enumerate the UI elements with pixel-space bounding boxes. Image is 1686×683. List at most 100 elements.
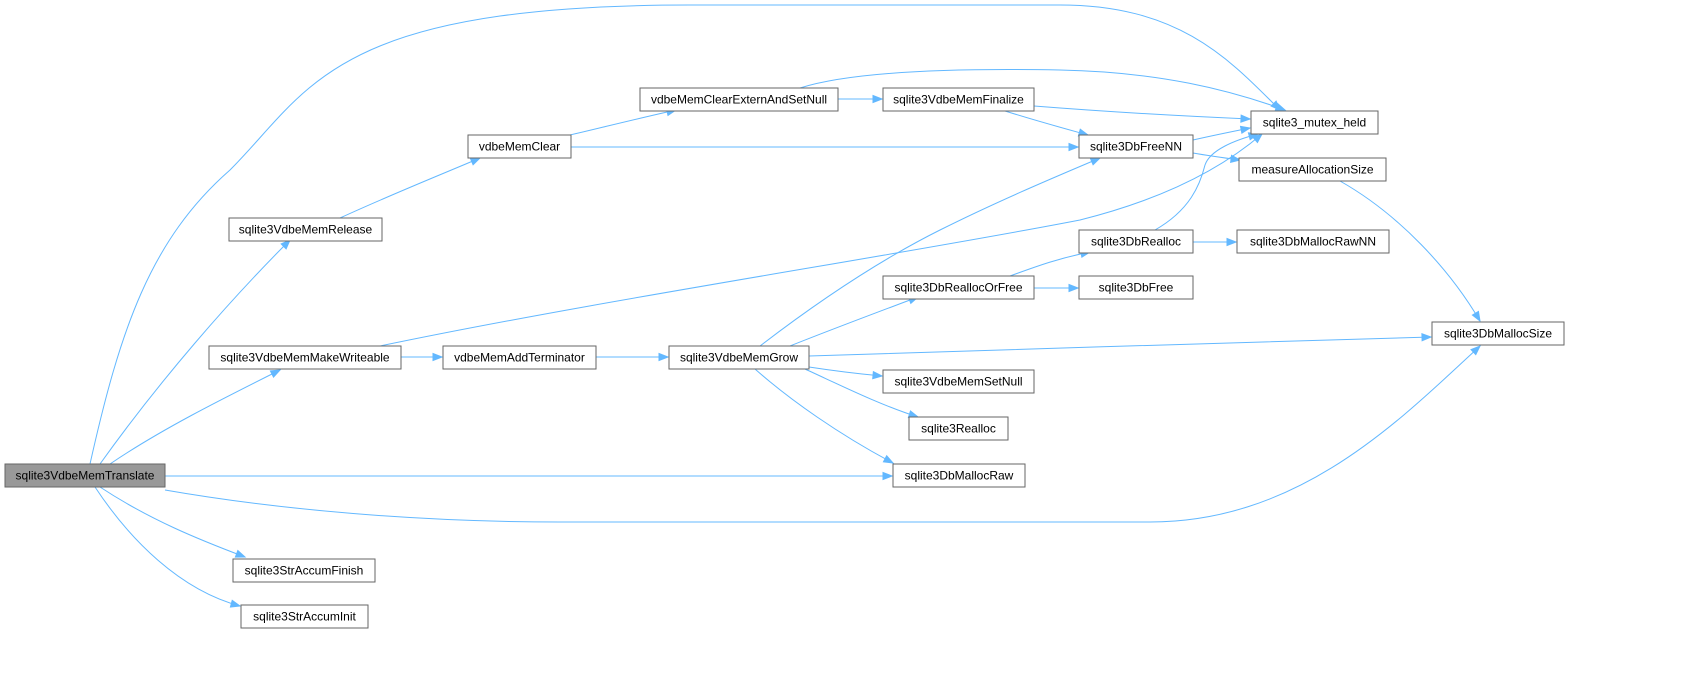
arrowhead-icon [872, 370, 884, 380]
arrowhead-icon [469, 157, 482, 166]
node-clearextern[interactable]: vdbeMemClearExternAndSetNull [639, 87, 839, 112]
node-box [240, 604, 369, 629]
node-addterm[interactable]: vdbeMemAddTerminator [442, 345, 597, 370]
node-setnull[interactable]: sqlite3VdbeMemSetNull [882, 369, 1035, 394]
node-label: sqlite3DbFree [1099, 281, 1174, 295]
edge-line [164, 345, 1481, 523]
arrowhead-icon [1230, 154, 1242, 163]
edge-line [339, 157, 481, 219]
edge-makewriteable-to-addterm [401, 352, 444, 362]
arrowhead-icon [280, 239, 291, 250]
arrowhead-icon [269, 369, 282, 379]
node-freenn[interactable]: sqlite3DbFreeNN [1078, 134, 1194, 159]
node-box [1078, 134, 1194, 159]
node-layer: sqlite3VdbeMemTranslate sqlite3VdbeMemRel… [4, 87, 1565, 629]
edge-line [379, 133, 1263, 347]
edge-translate-to-makewriteable [109, 369, 282, 465]
node-label: sqlite3DbRealloc [1091, 235, 1181, 249]
node-box [1238, 157, 1387, 182]
edge-realloc-to-mallocrawnn [1193, 237, 1238, 247]
node-makewriteable[interactable]: sqlite3VdbeMemMakeWriteable [208, 345, 402, 370]
node-mallocsize[interactable]: sqlite3DbMallocSize [1431, 321, 1565, 346]
node-label: sqlite3_mutex_held [1263, 116, 1366, 130]
arrowhead-icon [1470, 345, 1482, 356]
edge-grow-to-reallocorfree [789, 296, 920, 347]
node-finalize[interactable]: sqlite3VdbeMemFinalize [882, 87, 1035, 112]
node-label: vdbeMemAddTerminator [454, 351, 585, 365]
arrowhead-icon [1421, 333, 1433, 342]
node-box [208, 345, 402, 370]
node-box [882, 87, 1035, 112]
node-box [4, 463, 166, 488]
edge-translate-to-release [99, 239, 291, 465]
arrowhead-icon [234, 549, 247, 558]
edge-measure-to-mallocsize [1339, 180, 1481, 323]
node-label: sqlite3DbMallocSize [1444, 327, 1552, 341]
edge-memclear-to-clearextern [569, 107, 678, 136]
node-measure[interactable]: measureAllocationSize [1238, 157, 1387, 182]
edge-line [759, 157, 1101, 347]
edge-translate-to-finish [99, 486, 247, 558]
edge-grow-to-setnull [808, 366, 884, 380]
node-label: sqlite3VdbeMemTranslate [16, 469, 155, 483]
node-mutex[interactable]: sqlite3_mutex_held [1250, 110, 1379, 135]
edge-translate-to-mallocsize [164, 345, 1482, 523]
node-label: sqlite3VdbeMemRelease [239, 223, 373, 237]
edge-line [1009, 251, 1091, 277]
node-label: sqlite3VdbeMemSetNull [894, 375, 1022, 389]
edge-line [99, 486, 246, 558]
edge-layer [89, 4, 1482, 608]
node-label: sqlite3VdbeMemMakeWriteable [220, 351, 390, 365]
node-label: sqlite3DbMallocRawNN [1250, 235, 1376, 249]
node-label: sqlite3DbReallocOrFree [894, 281, 1022, 295]
node-box [1078, 229, 1194, 254]
node-translate[interactable]: sqlite3VdbeMemTranslate [4, 463, 166, 488]
node-grow[interactable]: sqlite3VdbeMemGrow [668, 345, 810, 370]
node-box [639, 87, 839, 112]
node-realloc[interactable]: sqlite3DbRealloc [1078, 229, 1194, 254]
node-memclear[interactable]: vdbeMemClear [467, 134, 572, 159]
arrowhead-icon [1274, 102, 1287, 111]
edge-line [804, 368, 919, 418]
node-label: sqlite3Realloc [921, 422, 996, 436]
arrowhead-icon [432, 352, 444, 362]
node-mallocrawnn[interactable]: sqlite3DbMallocRawNN [1236, 229, 1390, 254]
arrowhead-icon [882, 454, 895, 464]
edge-line [1339, 180, 1481, 322]
arrowhead-icon [1089, 157, 1102, 166]
node-init[interactable]: sqlite3StrAccumInit [240, 604, 369, 629]
node-label: sqlite3DbMallocRaw [905, 469, 1014, 483]
arrowhead-icon [872, 94, 884, 104]
node-box [882, 369, 1035, 394]
edge-line [1033, 105, 1251, 120]
node-label: sqlite3VdbeMemGrow [680, 351, 798, 365]
edge-translate-to-init [94, 486, 242, 608]
edge-clearextern-to-mutex [799, 69, 1287, 111]
edge-reallocorfree-to-realloc [1009, 249, 1092, 277]
arrowhead-icon [1240, 114, 1252, 123]
node-finish[interactable]: sqlite3StrAccumFinish [232, 558, 376, 583]
node-release[interactable]: sqlite3VdbeMemRelease [228, 217, 383, 242]
node-dbfree[interactable]: sqlite3DbFree [1078, 275, 1194, 300]
node-box [232, 558, 376, 583]
edge-line [789, 296, 919, 347]
edge-grow-to-freenn [759, 157, 1102, 347]
edge-addterm-to-grow [596, 352, 670, 362]
edge-line [808, 336, 1432, 357]
node-srealloc[interactable]: sqlite3Realloc [908, 416, 1009, 441]
node-reallocorfree[interactable]: sqlite3DbReallocOrFree [882, 275, 1035, 300]
node-box [1431, 321, 1565, 346]
arrowhead-icon [658, 352, 670, 362]
edge-grow-to-mallocsize [808, 333, 1433, 357]
edge-release-to-memclear [339, 157, 482, 219]
node-label: sqlite3StrAccumInit [253, 610, 356, 624]
node-label: sqlite3DbFreeNN [1090, 140, 1182, 154]
node-box [668, 345, 810, 370]
edge-line [799, 69, 1286, 111]
node-label: vdbeMemClear [479, 140, 560, 154]
edge-reallocorfree-to-dbfree [1034, 283, 1080, 293]
node-mallocraw[interactable]: sqlite3DbMallocRaw [892, 463, 1026, 488]
node-box [1250, 110, 1379, 135]
node-box [892, 463, 1026, 488]
